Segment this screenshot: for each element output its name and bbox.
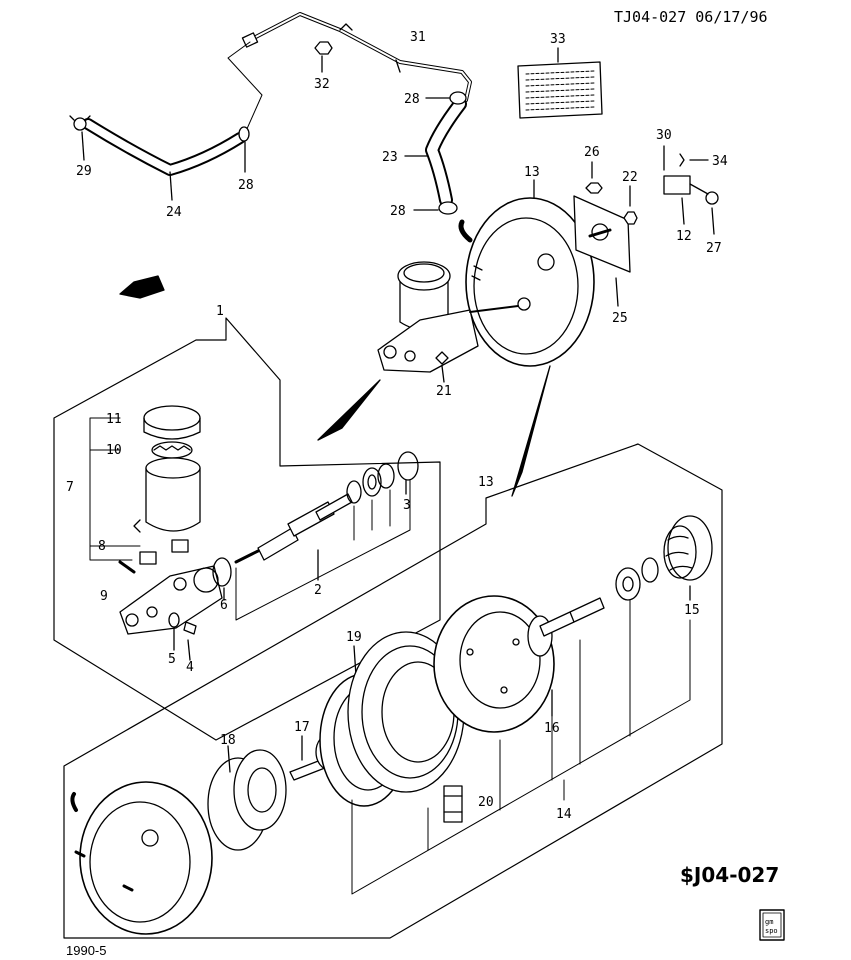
callout-29: 29 bbox=[76, 164, 92, 179]
callout-31: 31 bbox=[410, 30, 426, 45]
callout-6: 6 bbox=[220, 598, 228, 613]
reservoir-7 bbox=[133, 457, 201, 533]
reservoir-cap-11 bbox=[143, 405, 201, 440]
nut-26 bbox=[585, 161, 603, 194]
callout-13-top: 13 bbox=[524, 165, 540, 180]
callout-4: 4 bbox=[186, 660, 194, 675]
callout-9: 9 bbox=[100, 589, 108, 604]
gm-spo-logo: gm spo bbox=[759, 909, 785, 941]
callout-30: 30 bbox=[656, 128, 672, 143]
booster-exploded-frame bbox=[63, 443, 723, 939]
callout-15: 15 bbox=[684, 603, 700, 618]
dust-boot-15 bbox=[663, 515, 713, 601]
callout-28-left: 28 bbox=[238, 178, 254, 193]
callout-3: 3 bbox=[403, 498, 411, 513]
callout-23: 23 bbox=[382, 150, 398, 165]
reservoir-bracket-lines bbox=[89, 417, 141, 561]
svg-text:FWD: FWD bbox=[135, 284, 149, 295]
diagram-code: $J04-027 bbox=[680, 863, 779, 887]
clamp-28-bottom bbox=[413, 201, 458, 215]
diaphragm-18 bbox=[207, 745, 287, 851]
washer-5 bbox=[168, 612, 180, 651]
callout-33: 33 bbox=[550, 32, 566, 47]
callout-24: 24 bbox=[166, 205, 182, 220]
gasket-25 bbox=[573, 195, 631, 307]
document-reference: TJ04-027 06/17/96 bbox=[614, 8, 768, 26]
svg-text:spo: spo bbox=[765, 927, 778, 935]
callout-2: 2 bbox=[314, 583, 322, 598]
clamp-29 bbox=[69, 115, 91, 161]
master-cylinder-assembly bbox=[377, 261, 519, 383]
callout-21: 21 bbox=[436, 384, 452, 399]
pin-9 bbox=[118, 560, 136, 574]
booster-rear-shell bbox=[433, 595, 555, 733]
callout-18: 18 bbox=[220, 733, 236, 748]
vacuum-hose-23 bbox=[404, 97, 467, 207]
master-cylinder-exploded-frame bbox=[53, 317, 441, 741]
callout-11: 11 bbox=[106, 412, 122, 427]
brake-booster-13-assembly bbox=[458, 179, 595, 367]
master-cylinder-body bbox=[119, 565, 223, 635]
model-year: 1990-5 bbox=[66, 943, 106, 958]
vacuum-pipe-31 bbox=[241, 12, 472, 102]
callout-22: 22 bbox=[622, 170, 638, 185]
valve-body bbox=[539, 557, 659, 637]
callout-1: 1 bbox=[216, 304, 224, 319]
pipe-break-line bbox=[227, 41, 263, 141]
callout-5: 5 bbox=[168, 652, 176, 667]
piston-kit-2 bbox=[234, 493, 353, 581]
callout-32: 32 bbox=[314, 77, 330, 92]
clamp-28-top bbox=[425, 91, 467, 105]
o-ring-6 bbox=[212, 557, 232, 601]
reservoir-seal-10 bbox=[151, 441, 193, 459]
booster-leader-lines bbox=[351, 599, 691, 895]
callout-14: 14 bbox=[556, 807, 572, 822]
callout-17: 17 bbox=[294, 720, 310, 735]
callout-20: 20 bbox=[478, 795, 494, 810]
forward-direction-arrow: FWD bbox=[119, 275, 165, 299]
filter-20 bbox=[443, 785, 463, 823]
svg-text:gm: gm bbox=[765, 918, 773, 926]
pointer-to-master-cylinder bbox=[317, 379, 381, 441]
callout-28-bottom: 28 bbox=[390, 204, 406, 219]
master-cylinder-leader-lines bbox=[235, 479, 411, 621]
bolt-4 bbox=[183, 621, 197, 661]
clamp-28-left bbox=[238, 126, 250, 173]
callout-16: 16 bbox=[544, 721, 560, 736]
callout-13-panel: 13 bbox=[478, 475, 494, 490]
callout-26: 26 bbox=[584, 145, 600, 160]
clevis-12 bbox=[663, 175, 719, 235]
callout-19: 19 bbox=[346, 630, 362, 645]
callout-28-top: 28 bbox=[404, 92, 420, 107]
callout-34: 34 bbox=[712, 154, 728, 169]
nut-22 bbox=[623, 185, 638, 225]
grommet-8 bbox=[139, 539, 189, 565]
callout-7: 7 bbox=[66, 480, 74, 495]
caution-label-33 bbox=[517, 47, 603, 119]
callout-10: 10 bbox=[106, 443, 122, 458]
bolt-32 bbox=[314, 41, 333, 73]
booster-front-shell bbox=[70, 781, 213, 935]
callout-27: 27 bbox=[706, 241, 722, 256]
callout-12: 12 bbox=[676, 229, 692, 244]
vacuum-hose-24 bbox=[82, 118, 246, 201]
callout-8: 8 bbox=[98, 539, 106, 554]
pointer-to-booster bbox=[511, 365, 551, 497]
seal-kit-3 bbox=[346, 451, 419, 504]
callout-25: 25 bbox=[612, 311, 628, 326]
clip-34 bbox=[679, 153, 709, 167]
